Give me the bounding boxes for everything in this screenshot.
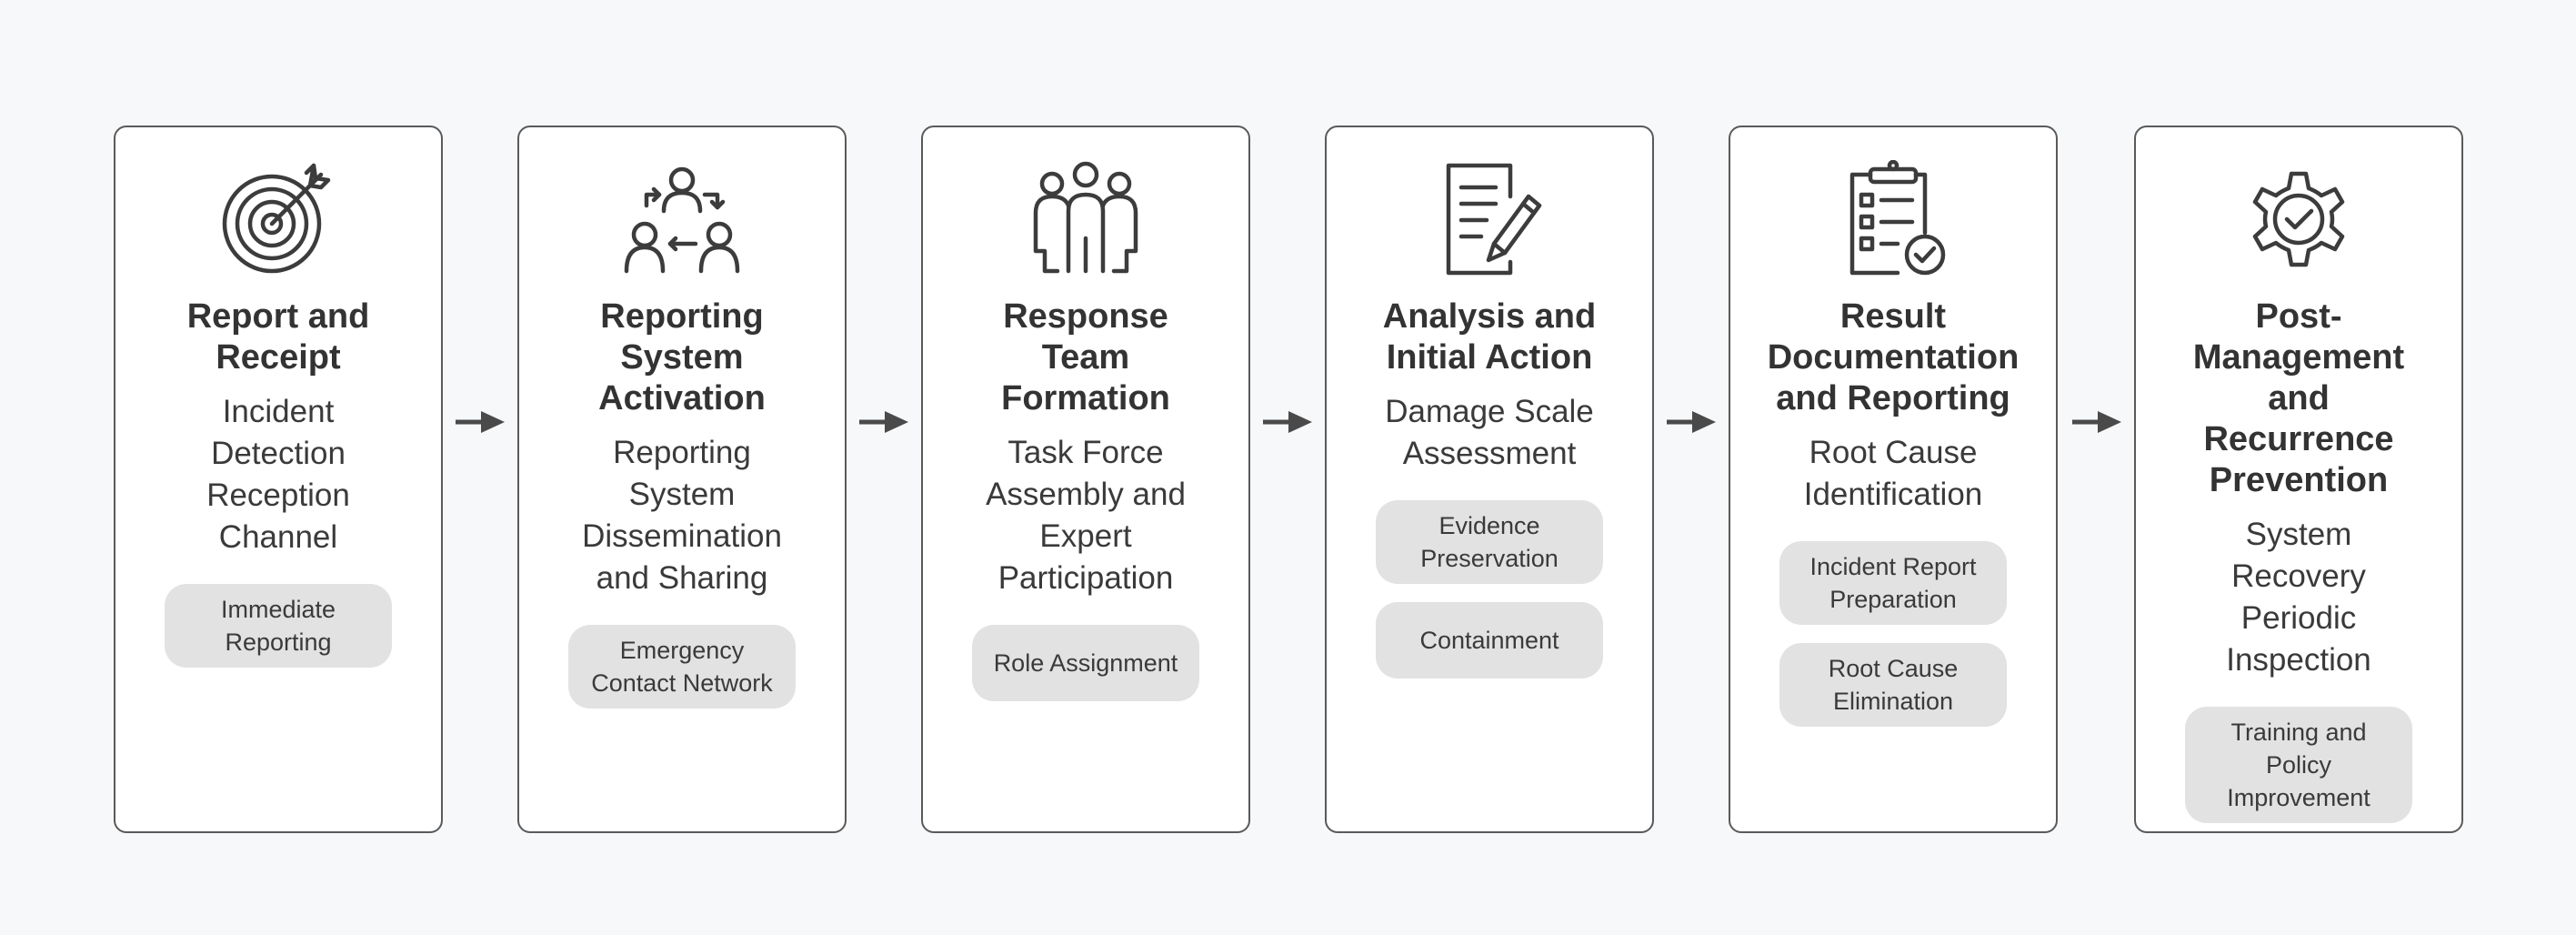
people-exchange-icon — [623, 160, 741, 278]
team-icon — [1027, 160, 1145, 278]
step-tag: Immediate Reporting — [165, 584, 392, 668]
step-title: Result Documentation and Reporting — [1767, 297, 2020, 417]
step-description: Incident Detection Reception Channel — [206, 394, 350, 555]
step-card-report-and-receipt: Report and Receipt Incident Detection Re… — [114, 126, 443, 833]
step-title: Post-Management and Recurrence Preventio… — [2192, 297, 2405, 499]
step-description: Root Cause Identification — [1803, 435, 1983, 512]
arrow-right-icon — [1261, 409, 1312, 435]
step-title: Report and Receipt — [186, 297, 370, 377]
step-tag: Root Cause Elimination — [1779, 643, 2007, 727]
step-card-post-management-and-recurrence-prevention: Post-Management and Recurrence Preventio… — [2134, 126, 2463, 833]
clipboard-check-icon — [1834, 160, 1952, 278]
step-card-result-documentation-and-reporting: Result Documentation and Reporting Root … — [1729, 126, 2058, 833]
step-description: Task Force Assembly and Expert Participa… — [986, 435, 1186, 596]
step-tag: Containment — [1376, 602, 1603, 679]
step-tag: Evidence Preservation — [1376, 500, 1603, 584]
step-card-analysis-and-initial-action: Analysis and Initial Action Damage Scale… — [1325, 126, 1654, 833]
step-title: Response Team Formation — [1001, 297, 1170, 417]
document-edit-icon — [1430, 160, 1549, 278]
step-card-reporting-system-activation: Reporting System Activation Reporting Sy… — [517, 126, 847, 833]
step-tag: Incident Report Preparation — [1779, 541, 2007, 625]
step-title: Reporting System Activation — [598, 297, 766, 417]
step-title: Analysis and Initial Action — [1382, 297, 1597, 377]
arrow-right-icon — [1665, 409, 1716, 435]
step-tag: Role Assignment — [972, 625, 1199, 701]
step-tag: Emergency Contact Network — [568, 625, 796, 709]
step-description: Reporting System Dissemination and Shari… — [582, 435, 782, 596]
step-card-response-team-formation: Response Team Formation Task Force Assem… — [921, 126, 1250, 833]
target-icon — [219, 160, 337, 278]
gear-check-icon — [2240, 160, 2358, 278]
step-description: Damage Scale Assessment — [1385, 394, 1594, 471]
arrow-right-icon — [2070, 409, 2121, 435]
step-tag: Training and Policy Improvement — [2185, 707, 2412, 823]
arrow-right-icon — [857, 409, 908, 435]
arrow-right-icon — [454, 409, 505, 435]
step-description: System Recovery Periodic Inspection — [2226, 517, 2371, 678]
